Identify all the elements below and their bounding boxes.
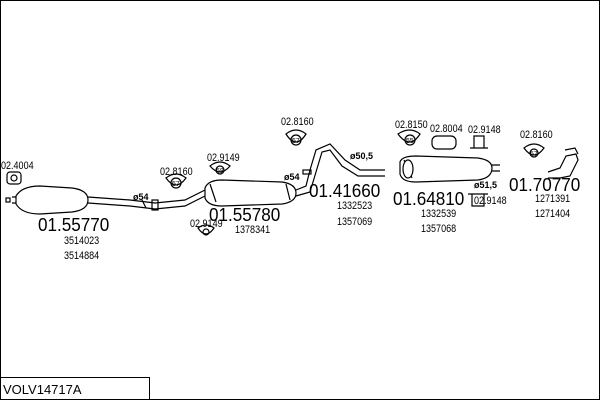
accessory-number: 02.8160	[160, 166, 193, 178]
diagram-title: VOLV14717A	[3, 382, 82, 397]
accessory-number: 02.8150	[395, 119, 428, 131]
oem-number: 1271391	[535, 193, 571, 205]
accessory-number: 02.9149	[190, 218, 223, 230]
oem-number: 1357068	[421, 223, 457, 235]
oem-number: 3514884	[64, 250, 100, 262]
oem-number: 1271404	[535, 208, 571, 220]
tail-pipe-drawing	[547, 147, 579, 179]
oem-number: 1332539	[421, 208, 457, 220]
oem-number: 1378341	[235, 224, 271, 236]
accessory-number: 02.8004	[430, 123, 463, 135]
title-box: VOLV14717A	[0, 377, 150, 399]
accessory-number: 02.8160	[281, 116, 314, 128]
accessory-number: 02.9148	[468, 124, 501, 136]
ring-mark: 57	[172, 181, 180, 188]
ring-mark: 58	[216, 168, 224, 175]
part-number-pipe: 01.41660	[309, 181, 381, 201]
accessory-number: 02.9148	[474, 195, 507, 207]
ring-mark: 57	[292, 138, 300, 145]
centre-silencer-drawing	[204, 143, 385, 207]
diameter-label: ø54	[284, 172, 300, 182]
diameter-label: ø54	[133, 192, 149, 202]
ring-mark: 55	[406, 138, 414, 145]
oem-number: 3514023	[64, 235, 100, 247]
accessory-number: 02.9149	[207, 152, 240, 164]
oem-number: 1357069	[337, 216, 373, 228]
diameter-label: ø51,5	[474, 180, 498, 190]
front-silencer-drawing	[5, 185, 131, 215]
diameter-label: ø50,5	[350, 151, 374, 161]
accessory-number: 02.8160	[520, 129, 553, 141]
part-number-front-silencer: 01.55770	[38, 215, 110, 235]
ring-mark: 57	[530, 151, 538, 158]
accessory-number: 02.4004	[1, 160, 34, 172]
link-pipe-drawing	[129, 189, 206, 211]
part-number-rear-silencer: 01.64810	[393, 189, 465, 209]
rubber-hanger-icons	[6, 129, 545, 236]
part-number-tail-pipe: 01.70770	[509, 175, 581, 195]
oem-number: 1332523	[337, 200, 373, 212]
rear-silencer-drawing	[399, 155, 500, 183]
part-number-centre-silencer: 01.55780	[209, 205, 281, 225]
